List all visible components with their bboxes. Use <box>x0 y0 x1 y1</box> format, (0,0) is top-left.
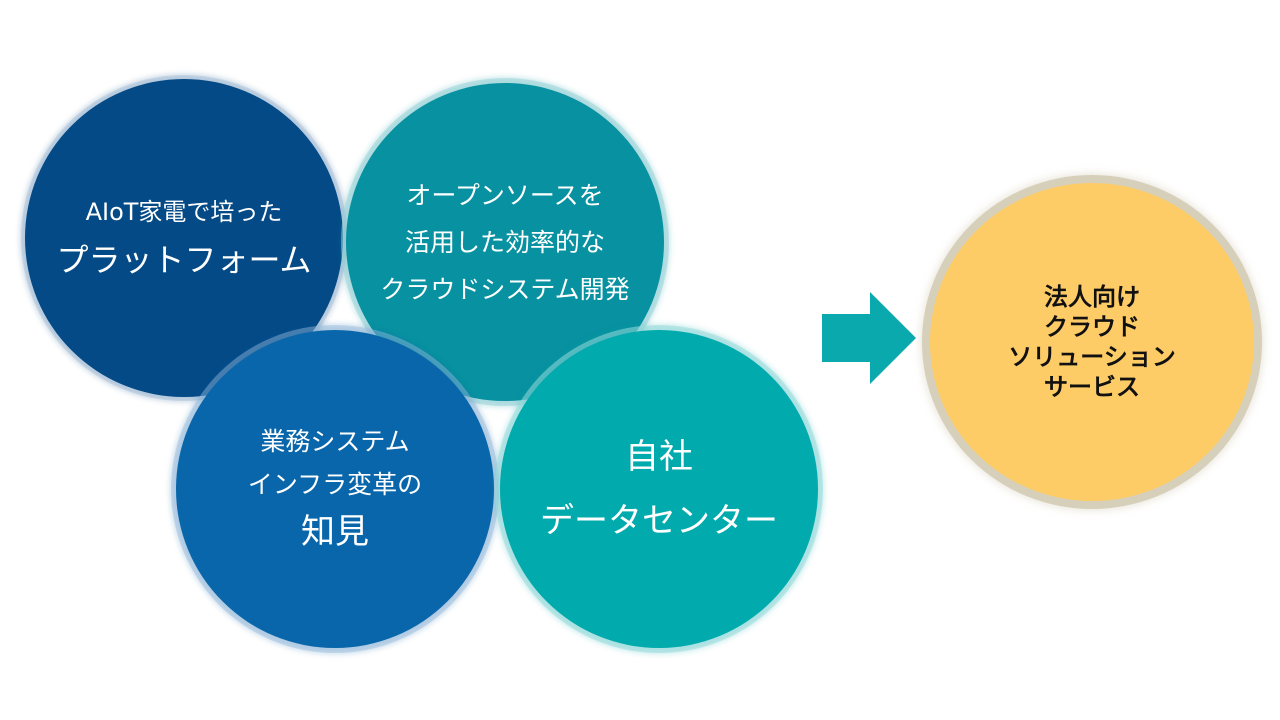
result-line4: サービス <box>1044 373 1140 401</box>
result-line1: 法人向け <box>1044 283 1140 311</box>
circle-infra-line2: インフラ変革の <box>247 470 423 499</box>
circle-datacenter-line2: データセンター <box>540 501 778 541</box>
circle-own-datacenter: 自社 データセンター <box>500 330 818 648</box>
circle-aiot-platform: AIoT家電で培った プラットフォーム <box>25 79 343 397</box>
circle-aiot-platform-line1: AIoT家電で培った <box>85 198 283 226</box>
circle-infra-knowledge: 業務システム インフラ変革の 知見 <box>176 330 494 648</box>
result-line2: クラウド <box>1044 313 1140 341</box>
circle-opensource-line1: オープンソースを <box>406 180 604 210</box>
circle-infra-line1: 業務システム <box>260 427 410 456</box>
circle-opensource-line3: クラウドシステム開発 <box>380 274 630 304</box>
result-line3: ソリューション <box>1008 343 1176 371</box>
circle-opensource-line2: 活用した効率的な <box>404 227 605 257</box>
circle-infra-line3: 知見 <box>301 512 369 552</box>
right-arrow-icon <box>822 292 916 384</box>
circle-datacenter-line1: 自社 <box>625 437 693 477</box>
circle-cloud-solution-service: 法人向け クラウド ソリューション サービス <box>930 183 1254 501</box>
circle-aiot-platform-line2: プラットフォーム <box>56 241 312 279</box>
